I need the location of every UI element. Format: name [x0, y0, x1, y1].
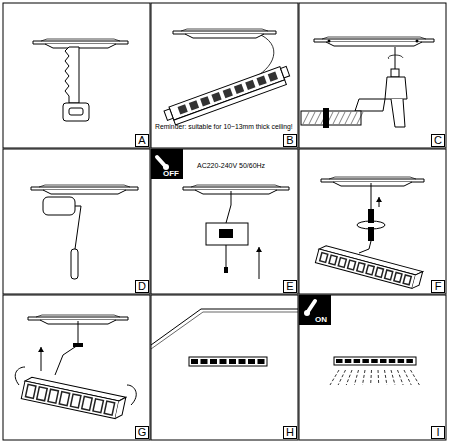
step-letter: I	[431, 426, 445, 439]
step-panel	[3, 3, 150, 148]
saw	[63, 47, 89, 121]
step-b-trim-frame	[163, 29, 292, 127]
arrow-head	[38, 347, 44, 352]
drill	[355, 47, 407, 127]
step-letter: H	[283, 426, 297, 439]
paint-roller	[43, 197, 81, 279]
spring-arrow	[127, 385, 136, 405]
panel-grid	[3, 3, 446, 440]
step-letter: F	[431, 280, 445, 293]
arrow-head	[376, 197, 382, 202]
step-panel	[151, 295, 298, 440]
mounting-frame	[163, 65, 292, 127]
step-panel	[3, 149, 150, 294]
step-panel	[151, 3, 298, 148]
ceiling-trim	[33, 39, 128, 48]
step-panel	[299, 3, 446, 148]
linear-lamp	[334, 357, 416, 365]
led-driver	[206, 223, 248, 245]
step-d-roller	[31, 185, 138, 279]
wire	[226, 191, 231, 223]
spring-arrow	[15, 367, 25, 385]
switch-state: ON	[315, 316, 327, 324]
step-g-insert	[15, 315, 136, 420]
linear-lamp	[315, 244, 422, 290]
step-letter: B	[283, 134, 297, 147]
twist-arrow	[357, 221, 385, 229]
reminder-note: Reminder: suitable for 10~13mm thick cei…	[155, 124, 293, 131]
step-c-drill	[301, 37, 434, 128]
ceiling-section	[301, 108, 363, 128]
linear-lamp	[21, 376, 126, 420]
wire	[371, 183, 372, 209]
wire	[226, 245, 227, 267]
connector	[73, 343, 83, 347]
step-e-driver	[151, 149, 289, 279]
arrow-head	[256, 247, 262, 252]
step-panel	[299, 149, 446, 294]
power-switch-icon	[299, 295, 331, 325]
voltage-label: AC220-240V 50/60Hz	[197, 162, 265, 169]
wire	[55, 321, 78, 375]
light-rays	[330, 370, 419, 385]
step-letter: D	[135, 280, 149, 293]
screw-hole	[328, 40, 331, 43]
ceiling-trim	[183, 185, 289, 194]
step-letter: C	[431, 134, 445, 147]
ceiling-edge	[151, 312, 298, 349]
power-switch-icon	[151, 149, 183, 179]
step-letter: G	[135, 426, 149, 439]
step-i-light-on	[299, 295, 419, 385]
step-letter: E	[283, 280, 297, 293]
linear-lamp	[189, 357, 267, 366]
ceiling-edge	[151, 309, 298, 345]
ceiling-trim	[321, 177, 424, 186]
step-h-installed	[151, 309, 298, 366]
step-f-connect	[315, 177, 424, 290]
step-a-cut-hole	[33, 39, 128, 121]
ceiling-trim	[173, 29, 276, 38]
ceiling-trim	[314, 37, 434, 46]
step-panel	[151, 149, 298, 294]
ceiling-trim	[31, 185, 138, 194]
step-panel	[299, 295, 446, 440]
wire	[359, 241, 371, 253]
connector	[224, 267, 228, 273]
step-letter: A	[135, 134, 149, 147]
switch-state: OFF	[163, 170, 179, 178]
driver-label-plate	[219, 229, 233, 238]
screw-hole	[416, 40, 419, 43]
step-panel	[3, 295, 150, 440]
